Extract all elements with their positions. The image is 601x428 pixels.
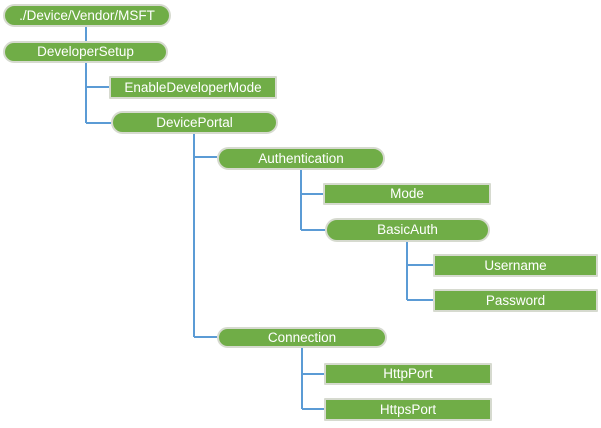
connector-line: [301, 193, 323, 195]
connector-line: [86, 86, 109, 88]
node-password: Password: [433, 289, 598, 312]
node-http-port: HttpPort: [324, 363, 492, 385]
node-basic-auth: BasicAuth: [325, 218, 490, 242]
node-https-port: HttpsPort: [324, 398, 492, 421]
connector-line: [406, 242, 408, 300]
connector-line: [300, 170, 302, 230]
connector-line: [407, 264, 433, 266]
connector-line: [301, 348, 303, 409]
node-root: ./Device/Vendor/MSFT: [3, 4, 171, 27]
node-developer-setup: DeveloperSetup: [3, 41, 168, 63]
node-connection: Connection: [217, 327, 387, 348]
connector-line: [194, 156, 217, 158]
connector-line: [194, 336, 217, 338]
connector-line: [407, 299, 433, 301]
connector-line: [193, 134, 195, 337]
node-authentication: Authentication: [217, 147, 385, 170]
connector-line: [85, 27, 87, 41]
connector-line: [302, 408, 324, 410]
node-enable-developer-mode: EnableDeveloperMode: [109, 76, 277, 99]
node-mode: Mode: [323, 183, 491, 205]
connector-line: [302, 373, 324, 375]
node-username: Username: [433, 254, 598, 277]
connector-line: [301, 229, 325, 231]
connector-line: [85, 63, 87, 123]
connector-line: [86, 122, 111, 124]
node-device-portal: DevicePortal: [111, 111, 278, 134]
